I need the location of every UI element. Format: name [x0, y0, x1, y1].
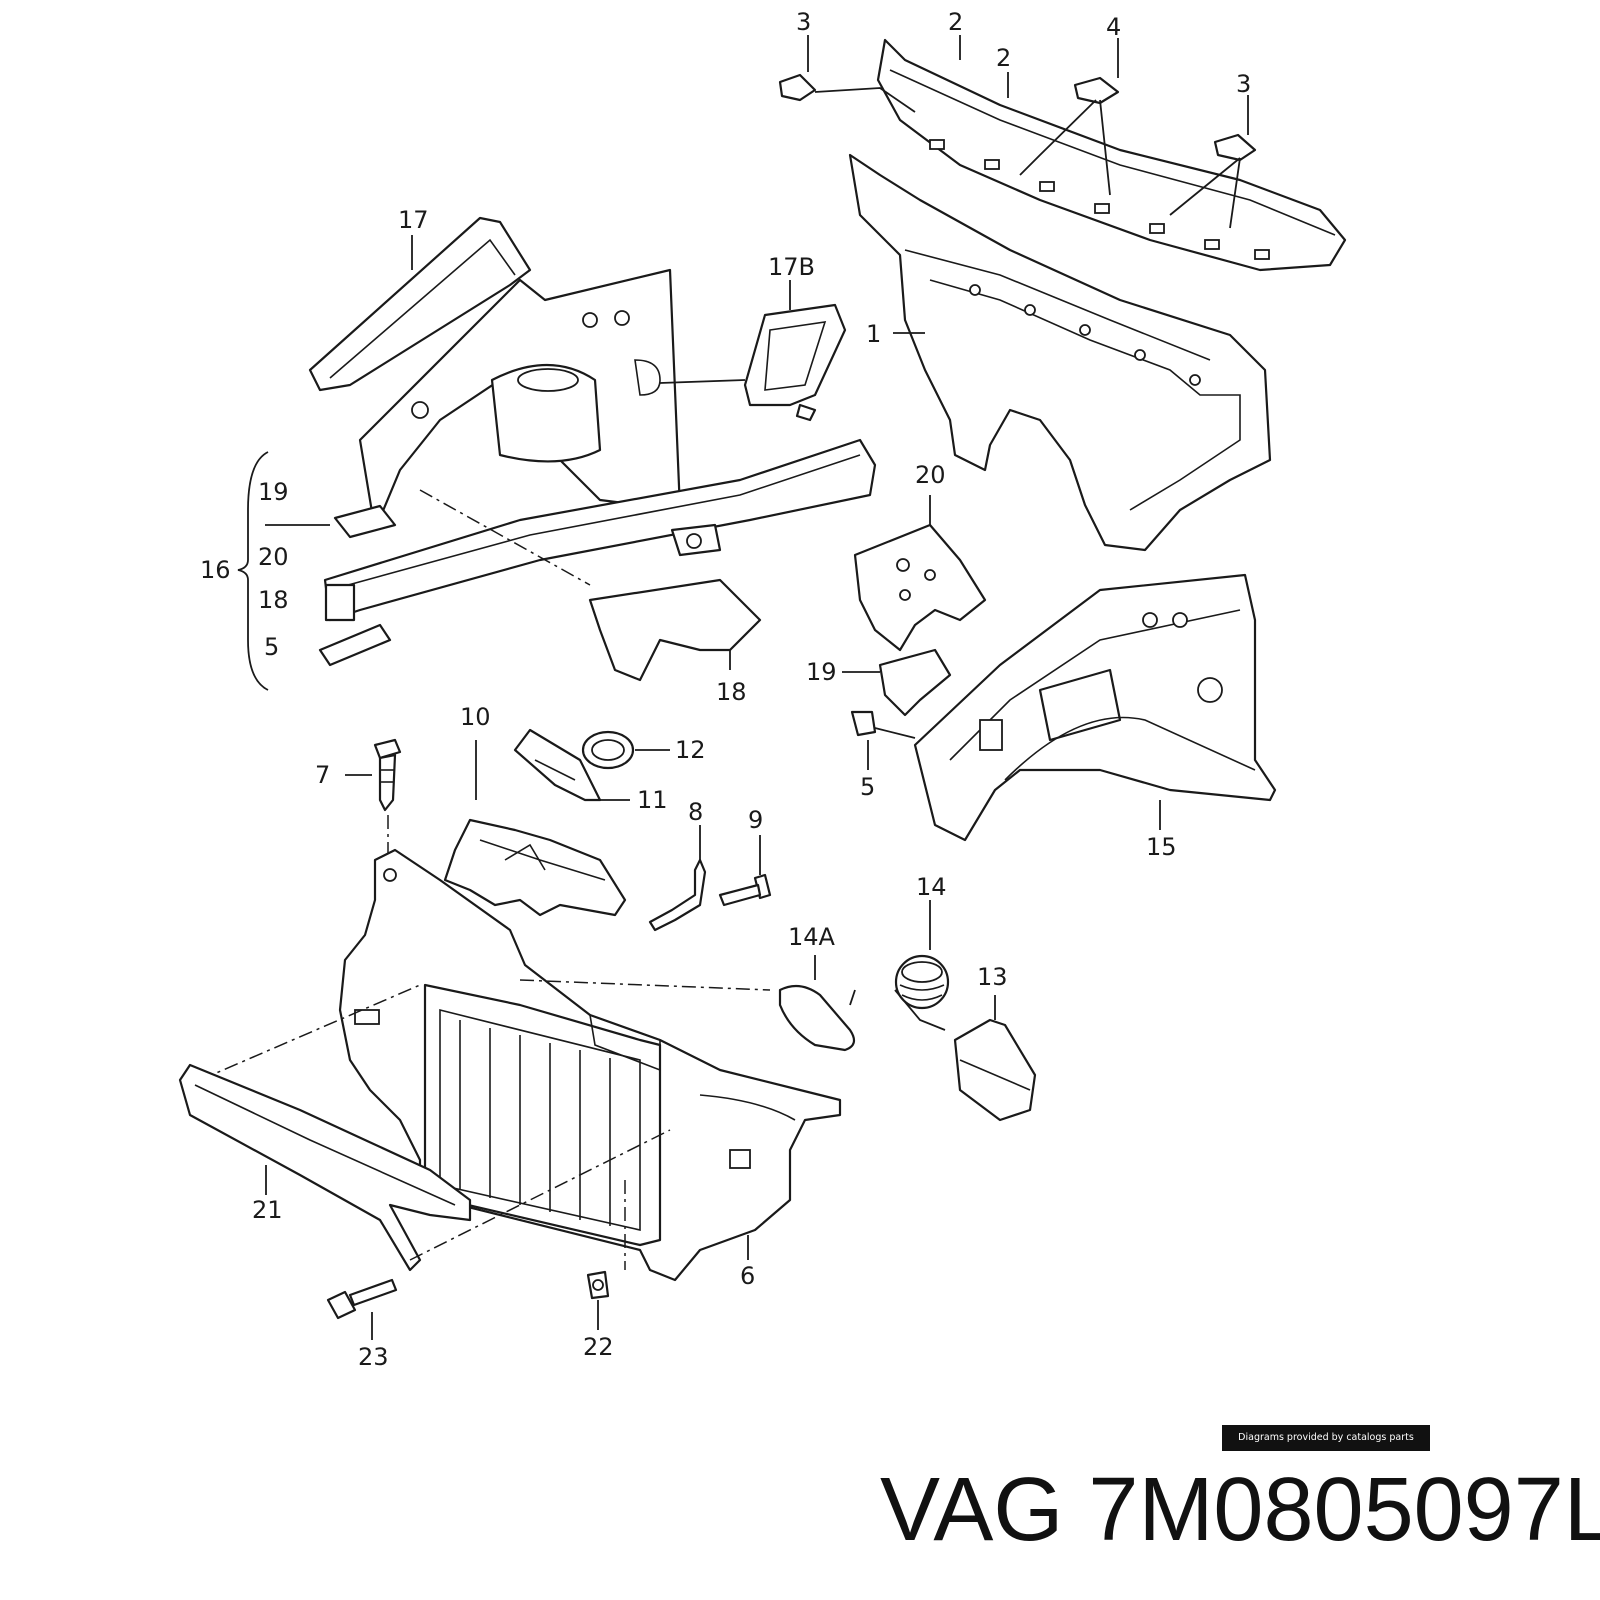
label-19-group: 19: [258, 478, 289, 506]
clip-5: [850, 710, 877, 737]
centerline-bolt-23: [409, 1129, 671, 1261]
label-13: 13: [977, 963, 1008, 991]
label-15: 15: [1146, 833, 1177, 861]
clip-3-right: [1213, 133, 1257, 162]
leader-lines-upper-left: [237, 235, 791, 691]
hose-link-2: [894, 989, 946, 1031]
fitting-13: [953, 1018, 1037, 1122]
label-1: 1: [866, 320, 881, 348]
label-19: 19: [806, 658, 837, 686]
seal-ring-12: [581, 730, 635, 770]
leader-5b-link: [874, 727, 916, 739]
label-3-left: 3: [796, 8, 811, 36]
label-16: 16: [200, 556, 231, 584]
hose-14: [894, 954, 950, 1010]
label-17: 17: [398, 206, 429, 234]
label-18: 18: [716, 678, 747, 706]
label-8: 8: [688, 798, 703, 826]
radiator-support-6: [338, 848, 842, 1282]
bolt-9: [718, 873, 772, 907]
label-5-group: 5: [264, 633, 279, 661]
callout-labels: 3 2 2 4 3 17 17B 1 19 20 16 18 5 18 20 1…: [200, 8, 1251, 1371]
wheel-housing-15: [913, 573, 1277, 842]
bolt-7: [373, 738, 402, 812]
label-20: 20: [915, 461, 946, 489]
label-9: 9: [748, 806, 763, 834]
bracket-18-upper: [588, 578, 762, 682]
label-3-right: 3: [1236, 70, 1251, 98]
label-14: 14: [916, 873, 947, 901]
label-2-a: 2: [948, 8, 963, 36]
label-22: 22: [583, 1333, 614, 1361]
bracket-19: [878, 648, 952, 717]
centerline-upper: [419, 489, 591, 586]
part-number-title: VAG 7M0805097L: [880, 1460, 1600, 1560]
label-18-group: 18: [258, 586, 289, 614]
label-7: 7: [315, 761, 330, 789]
wheelhouse-panel: [358, 268, 682, 532]
upper-cross-member: [876, 38, 1347, 272]
leader-lines-top: [807, 35, 1249, 229]
label-20-group: 20: [258, 543, 289, 571]
label-14a: 14A: [788, 923, 836, 951]
label-11: 11: [637, 786, 668, 814]
rail-17: [308, 216, 532, 392]
label-6: 6: [740, 1262, 755, 1290]
air-duct-10: [443, 818, 627, 917]
label-12: 12: [675, 736, 706, 764]
hose-link: [849, 989, 856, 1006]
cross-bar-21: [178, 1063, 472, 1272]
nut-22: [586, 1270, 610, 1300]
label-10: 10: [460, 703, 491, 731]
label-23: 23: [358, 1343, 389, 1371]
hose-8: [648, 858, 707, 932]
clip-4: [1073, 76, 1120, 105]
centerline-crossbar: [199, 984, 421, 1081]
bulkhead-panel: [848, 153, 1272, 552]
seal-17b: [743, 303, 847, 422]
label-2-b: 2: [996, 44, 1011, 72]
label-5: 5: [860, 773, 875, 801]
centerline-radiator: [519, 979, 771, 991]
diagram-credit-badge: Diagrams provided by catalogs parts: [1222, 1425, 1430, 1451]
label-21: 21: [252, 1196, 283, 1224]
bolt-23: [326, 1278, 398, 1320]
bracket-20: [853, 523, 987, 652]
label-17b: 17B: [768, 253, 815, 281]
longitudinal-member: [318, 438, 877, 667]
hose-14a: [778, 984, 856, 1052]
clip-3-left: [778, 73, 817, 102]
label-4: 4: [1106, 13, 1121, 41]
